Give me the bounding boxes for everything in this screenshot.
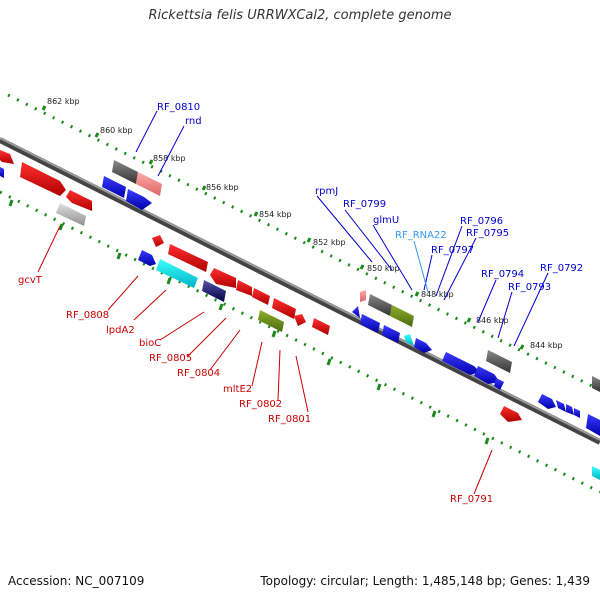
forward-cds-block	[586, 414, 600, 436]
forward-cds-block	[102, 176, 126, 198]
gene-label: RF_0793	[508, 282, 551, 293]
inner-scale-track	[0, 190, 600, 494]
gray-feature-block	[56, 203, 86, 226]
reverse-cds-block	[252, 288, 270, 305]
leader-lines-forward	[135, 110, 549, 347]
tick-label: 862 kbp	[47, 97, 80, 106]
gene-label: gcvT	[18, 275, 43, 286]
gene-label: bioC	[139, 338, 161, 349]
reverse-cds-block	[294, 314, 306, 326]
reverse-cds-block	[312, 318, 330, 335]
tick-label: 846 kbp	[476, 316, 509, 325]
accession-text: Accession: NC_007109	[8, 574, 145, 588]
gene-label: RF_0792	[540, 263, 583, 274]
gray-feature-block	[592, 376, 600, 392]
forward-cds-block	[414, 338, 432, 353]
reverse-cds-block	[210, 268, 236, 288]
leader-line-rna	[413, 240, 429, 293]
reverse-cds-block	[152, 235, 164, 247]
forward-cds-block	[566, 404, 574, 415]
rna-feature-block	[404, 334, 414, 346]
gene-label: rpmJ	[315, 186, 338, 197]
forward-cds-block	[574, 408, 580, 418]
forward-cds-block	[556, 400, 566, 412]
gene-label: RF_0795	[466, 228, 509, 239]
reverse-cds-block	[0, 150, 14, 164]
tick-label: 852 kbp	[313, 238, 346, 247]
forward-cds-block	[0, 167, 4, 178]
gene-label: RF_0805	[149, 353, 192, 364]
forward-cds-block	[538, 394, 556, 409]
gene-label: RF_0797	[431, 245, 474, 256]
gene-label: RF_0804	[177, 368, 220, 379]
outer-scale-track	[7, 93, 600, 392]
trna-feature-block	[156, 259, 198, 288]
tick-label: 844 kbp	[530, 341, 563, 350]
gene-label: RF_0810	[157, 102, 200, 113]
gray-feature-block	[202, 280, 226, 302]
trna-feature-block	[592, 466, 600, 480]
reverse-cds-block	[236, 280, 252, 296]
tick-label: 856 kbp	[206, 183, 239, 192]
gene-label: RF_0791	[450, 494, 493, 505]
feature-blocks	[0, 150, 600, 480]
gene-label: glmU	[373, 215, 399, 226]
map-title: Rickettsia felis URRWXCal2, complete gen…	[148, 8, 452, 23]
gene-label: RF_0794	[481, 269, 524, 280]
rna-feature-block	[136, 172, 162, 196]
tick-label: 848 kbp	[421, 290, 454, 299]
gene-label: RF_0799	[343, 199, 386, 210]
pseudo-feature-block	[258, 310, 284, 332]
tick-label: 860 kbp	[100, 126, 133, 135]
backbone	[0, 137, 600, 445]
genome-stats-text: Topology: circular; Length: 1,485,148 bp…	[260, 574, 590, 588]
gene-label: RF_0808	[66, 310, 109, 321]
forward-gene-labels: RF_0810 rnd rpmJ RF_0799 glmU RF_0796 RF…	[157, 102, 583, 293]
gray-feature-block	[112, 160, 138, 184]
forward-cds-block	[352, 306, 360, 318]
gene-label: RF_0796	[460, 216, 503, 227]
forward-cds-block	[474, 366, 500, 384]
rna-feature-block	[360, 290, 366, 302]
pseudo-feature-block	[390, 305, 414, 327]
rna-gene-label: RF_RNA22	[395, 230, 447, 241]
gene-label: RF_0802	[239, 399, 282, 410]
forward-cds-block	[360, 314, 380, 333]
tick-label: 858 kbp	[153, 154, 186, 163]
tick-marks	[8, 105, 525, 445]
tick-label: 850 kbp	[367, 264, 400, 273]
forward-cds-block	[382, 325, 400, 343]
tick-labels: 862 kbp 860 kbp 858 kbp 856 kbp 854 kbp …	[47, 97, 563, 350]
forward-cds-block	[494, 378, 504, 390]
reverse-gene-labels: gcvT RF_0808 lpdA2 bioC RF_0805 RF_0804 …	[18, 275, 493, 505]
reverse-cds-block	[168, 244, 208, 272]
leader-lines-reverse	[37, 225, 493, 495]
reverse-cds-block	[272, 298, 296, 319]
gene-label: mltE2	[223, 384, 252, 395]
gray-feature-block	[368, 294, 392, 316]
forward-cds-block	[442, 352, 480, 375]
gene-label: lpdA2	[106, 325, 135, 336]
reverse-cds-block	[66, 190, 92, 211]
reverse-cds-block	[500, 406, 522, 422]
tick-label: 854 kbp	[259, 210, 292, 219]
reverse-cds-block	[20, 162, 66, 196]
gene-label: rnd	[185, 116, 202, 127]
gene-label: RF_0801	[268, 414, 311, 425]
forward-cds-block	[138, 250, 156, 266]
forward-cds-block	[126, 189, 152, 210]
gray-feature-block	[486, 350, 512, 373]
